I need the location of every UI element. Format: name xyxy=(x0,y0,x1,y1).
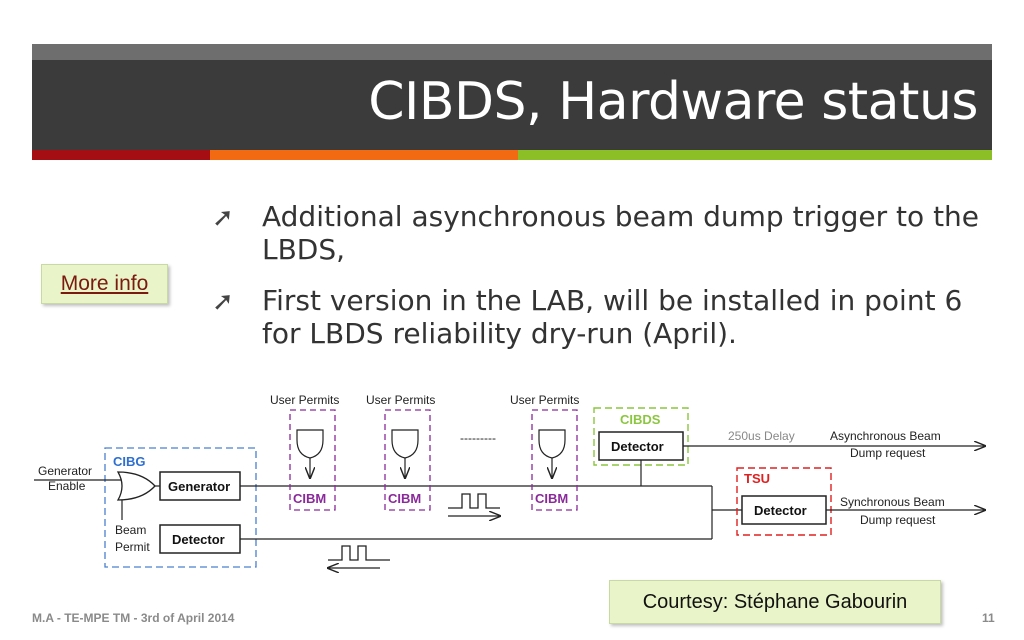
cibm-group-2: User Permits CIBM xyxy=(366,393,435,511)
courtesy-box: Courtesy: Stéphane Gabourin xyxy=(609,580,941,624)
cibg-frame xyxy=(104,447,257,568)
arrow-up-right-icon: ➚ xyxy=(212,203,234,233)
more-info-link[interactable]: More info xyxy=(60,272,149,295)
cibg-detector-label: Detector xyxy=(172,532,225,547)
more-cibm-dashes: --------- xyxy=(460,431,496,445)
tsu-frame xyxy=(736,467,832,536)
beam-permit-label: Permit xyxy=(115,540,150,554)
page-number: 11 xyxy=(982,611,995,625)
cibds-detector-label: Detector xyxy=(611,439,664,454)
generator-box xyxy=(159,471,241,501)
generator-enable-label: Enable xyxy=(48,479,86,493)
accent-stripe-red xyxy=(32,150,210,160)
pulse-signal xyxy=(328,545,390,561)
cibds-label: CIBDS xyxy=(620,412,661,427)
accent-stripe-green xyxy=(518,150,992,160)
header-top-bar xyxy=(32,44,992,60)
slide-title: CIBDS, Hardware status xyxy=(368,72,978,132)
cibm-group-1: User Permits CIBM xyxy=(270,393,339,511)
user-permits-label: User Permits xyxy=(270,393,339,407)
sync-request-label: Synchronous Beam xyxy=(840,495,945,509)
bullet-text: Additional asynchronous beam dump trigge… xyxy=(262,200,980,266)
generator-box-label: Generator xyxy=(168,479,230,494)
cibds-detector-box xyxy=(598,431,684,461)
arrow-up-right-icon: ➚ xyxy=(212,287,234,317)
async-request-label: Dump request xyxy=(850,446,926,460)
tsu-detector-label: Detector xyxy=(754,503,807,518)
cibm-group-3: User Permits CIBM xyxy=(510,393,579,511)
delay-label: 250us Delay xyxy=(728,429,795,443)
tsu-label: TSU xyxy=(744,471,770,486)
bullet-item: ➚ First version in the LAB, will be inst… xyxy=(212,284,992,350)
and-gate xyxy=(538,429,566,459)
tsu-detector-box xyxy=(741,495,827,525)
cibm-label: CIBM xyxy=(293,491,326,506)
cibm-label: CIBM xyxy=(388,491,421,506)
user-permits-label: User Permits xyxy=(510,393,579,407)
sync-request-label: Dump request xyxy=(860,513,936,527)
accent-stripe-orange xyxy=(210,150,518,160)
generator-enable-label: Generator xyxy=(38,464,92,478)
bullet-text: First version in the LAB, will be instal… xyxy=(262,284,963,350)
user-permits-label: User Permits xyxy=(366,393,435,407)
bullet-item: ➚ Additional asynchronous beam dump trig… xyxy=(212,200,992,266)
bullet-list: ➚ Additional asynchronous beam dump trig… xyxy=(212,200,992,368)
slide-footer: M.A - TE-MPE TM - 3rd of April 2014 xyxy=(32,611,235,625)
cibg-detector-box xyxy=(159,524,241,554)
pulse-signal xyxy=(448,493,500,509)
async-request-label: Asynchronous Beam xyxy=(830,429,941,443)
beam-permit-label: Beam xyxy=(115,523,146,537)
and-gate xyxy=(391,429,419,459)
cibm-label: CIBM xyxy=(535,491,568,506)
cibg-label: CIBG xyxy=(113,454,146,469)
and-gate xyxy=(296,429,324,459)
title-bar: CIBDS, Hardware status xyxy=(32,60,992,150)
more-info-box: More info xyxy=(41,264,168,304)
or-gate xyxy=(116,471,156,501)
